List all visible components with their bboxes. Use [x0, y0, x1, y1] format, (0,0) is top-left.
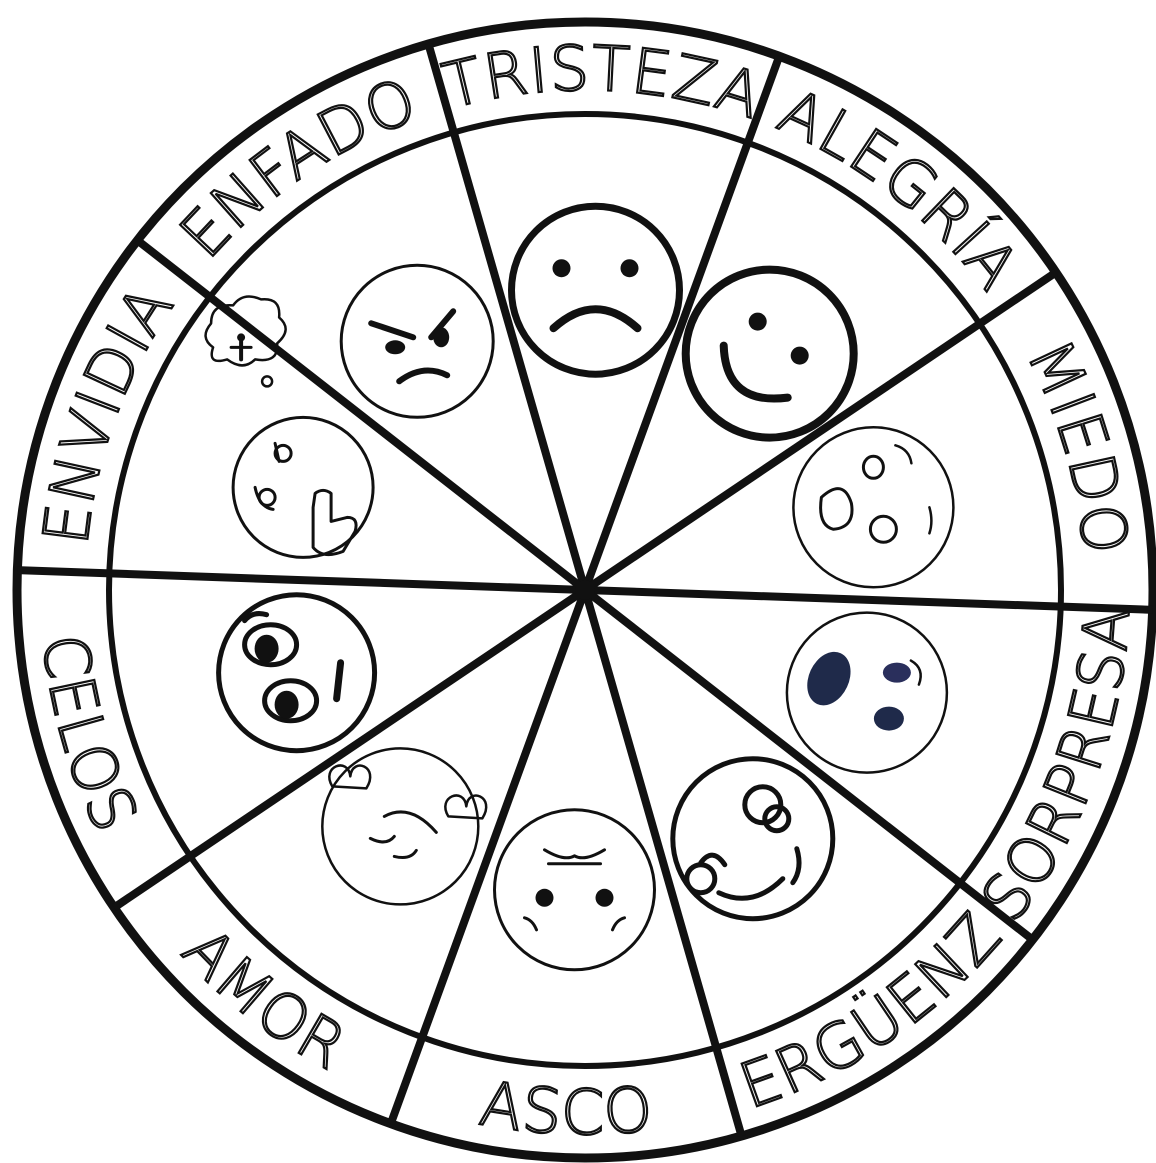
center-hub	[575, 580, 595, 600]
sector-label: ASCO	[475, 1066, 656, 1149]
